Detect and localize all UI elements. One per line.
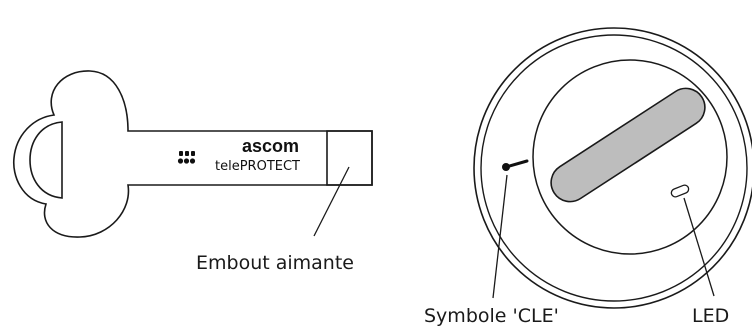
led-indicator — [670, 184, 690, 198]
key-outline — [12, 70, 373, 238]
magnetic-tip — [326, 130, 373, 186]
device-face — [532, 59, 728, 255]
ascom-dots-logo — [177, 151, 196, 164]
device-outer-ring — [473, 27, 752, 309]
device-rim — [480, 34, 748, 302]
key-drawing: ascom telePROTECT — [12, 70, 373, 238]
led-leader — [683, 197, 715, 297]
magnetic-tip-label: Embout aimante — [196, 252, 354, 274]
key-symbol-label: Symbole 'CLE' — [424, 305, 559, 327]
led-label: LED — [692, 305, 729, 327]
key-symbol-leader — [492, 174, 508, 299]
magnetic-tip-leader — [313, 166, 350, 237]
key-symbol-icon — [502, 159, 529, 171]
device-drawing — [473, 27, 752, 309]
key-product-label: telePROTECT — [215, 159, 300, 174]
key-bow-hole — [29, 121, 63, 199]
key-slot — [550, 87, 706, 203]
key-brand-label: ascom — [242, 136, 299, 156]
